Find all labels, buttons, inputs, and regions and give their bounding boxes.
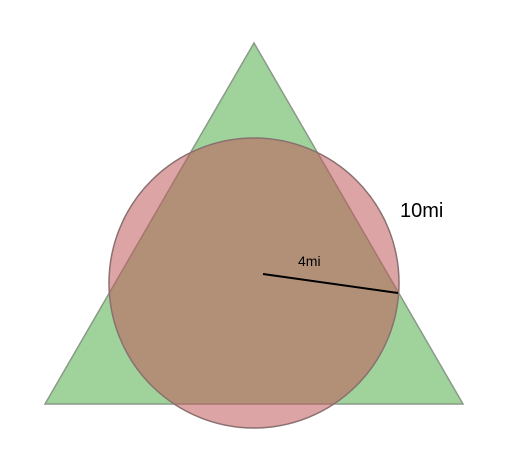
radius-label: 4mi [298,253,321,269]
circle [108,137,400,429]
side-length-label: 10mi [400,200,443,222]
radius-line [262,273,399,294]
